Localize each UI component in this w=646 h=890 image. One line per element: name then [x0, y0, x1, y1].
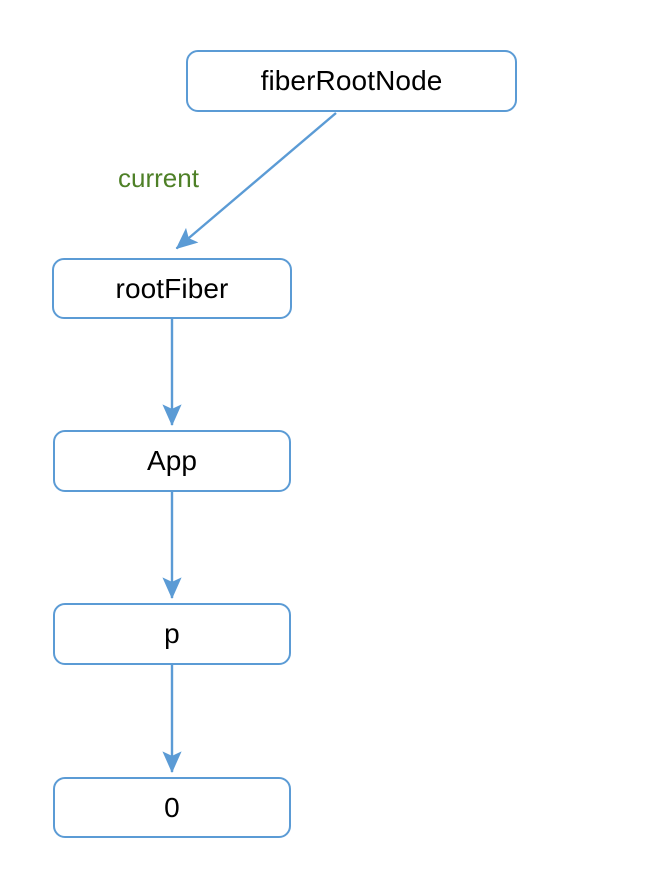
node-label: rootFiber [115, 272, 229, 304]
node-label: App [146, 445, 198, 476]
node-app[interactable]: App [53, 430, 291, 492]
edge-current [175, 112, 337, 250]
node-zero[interactable]: 0 [53, 777, 291, 838]
edge-label-current: current [118, 163, 199, 193]
node-label: p [164, 618, 180, 649]
node-label: 0 [164, 791, 180, 823]
node-root-fiber[interactable]: rootFiber [52, 258, 292, 319]
node-p[interactable]: p [53, 603, 291, 665]
node-fiber-root-node[interactable]: fiberRootNode [186, 50, 517, 112]
node-label: fiberRootNode [260, 65, 443, 96]
